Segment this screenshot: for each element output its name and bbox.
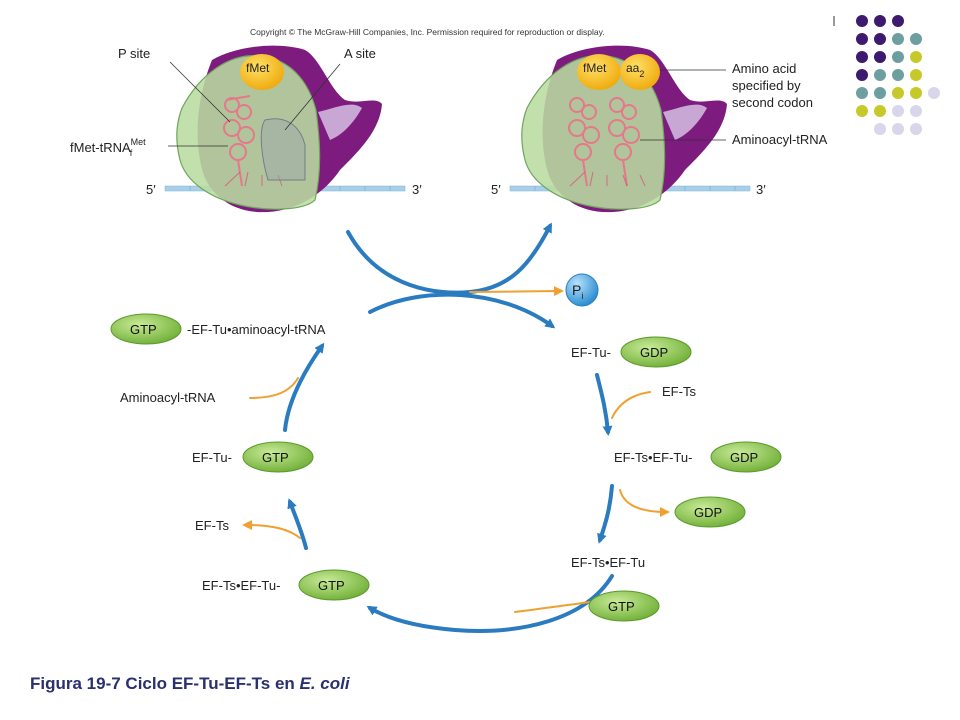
gtp-pill-ternary: [110, 313, 182, 345]
cycle-arrows: [242, 222, 670, 633]
arrow-to-ef-tu-gtp: [287, 498, 308, 550]
arrow-aminoacyl-in: [249, 377, 299, 399]
gtp-text-ef-tu: GTP: [262, 450, 289, 465]
decorative-dot: [910, 33, 922, 45]
decorative-dot: [910, 51, 922, 63]
pi-label: Pi: [572, 282, 583, 301]
decorative-dot: [928, 87, 940, 99]
arrow-ef-ts-in: [611, 391, 651, 419]
decorative-dot: [892, 51, 904, 63]
ef-tu-gtp-label: EF-Tu-: [192, 450, 232, 465]
arrow-gtp-in: [514, 601, 591, 613]
ribosome-with-aminoacyl-trna: fMet aa2 Amino acid specified by second …: [491, 45, 828, 213]
decorative-dot: [892, 105, 904, 117]
gdp-pill-1: [620, 336, 692, 368]
gdp-text-1: GDP: [640, 345, 668, 360]
gdp-pill-2: [710, 441, 782, 473]
arrow-to-ternary-complex: [283, 342, 325, 432]
fmet-label-2: fMet: [583, 61, 607, 75]
fmet-blob-2: [577, 54, 621, 90]
decorative-dot: [874, 105, 886, 117]
aa2-label: aa2: [626, 61, 644, 79]
decorative-dot: [856, 15, 868, 27]
decorative-dot: [910, 105, 922, 117]
gtp-text-ef-ts: GTP: [318, 578, 345, 593]
ef-ts-ef-tu-gtp-label: EF-Ts•EF-Tu-: [202, 578, 280, 593]
trna-pair: [568, 97, 640, 187]
decorative-dot: [910, 87, 922, 99]
five-prime-label-2: 5′: [491, 182, 501, 197]
arrow-ef-ts-out: [242, 520, 301, 539]
p-site-label: P site: [118, 46, 150, 61]
aminoacyl-trna-in-label: Aminoacyl-tRNA: [120, 390, 216, 405]
decorative-dot: [856, 51, 868, 63]
copyright-notice: Copyright © The McGraw-Hill Companies, I…: [250, 27, 605, 37]
three-prime-label: 3′: [412, 182, 422, 197]
arrow-to-ef-tu-gdp: [368, 292, 556, 329]
aa2-blob: [620, 54, 660, 90]
pi-node: Pi: [565, 273, 599, 307]
aminoacyl-trna-label: Aminoacyl-tRNA: [732, 132, 828, 147]
caption-main-text: Figura 19-7 Ciclo EF-Tu-EF-Ts en: [30, 674, 300, 693]
gtp-text-incoming: GTP: [608, 599, 635, 614]
decorative-dot: [856, 33, 868, 45]
arrow-to-ef-ts-ef-tu: [597, 484, 614, 544]
fmet-trna: [223, 95, 255, 187]
gdp-pill-released: [674, 496, 746, 528]
arrow-to-pi: [469, 286, 564, 297]
decorative-dot: [874, 33, 886, 45]
decorative-dot: [892, 15, 904, 27]
arrow-gdp-out: [619, 489, 670, 517]
cycle-nodes: GTP -EF-Tu•aminoacyl-tRNA EF-Tu- GDP EF-…: [110, 313, 782, 622]
decorative-dot: [892, 69, 904, 81]
gdp-text-released: GDP: [694, 505, 722, 520]
caption-italic-text: E. coli: [299, 674, 350, 693]
decorative-dot: [874, 69, 886, 81]
five-prime-label: 5′: [146, 182, 156, 197]
fmet-label: fMet: [246, 61, 270, 75]
decorative-dot: [874, 51, 886, 63]
ef-ts-ef-tu-gdp-label: EF-Ts•EF-Tu-: [614, 450, 692, 465]
arrow-to-ef-ts-ef-tu-gtp: [366, 574, 614, 633]
decorative-dot: [856, 87, 868, 99]
figure-caption: Figura 19-7 Ciclo EF-Tu-EF-Ts en E. coli: [30, 674, 350, 694]
ef-ts-ef-tu-label: EF-Ts•EF-Tu: [571, 555, 645, 570]
amino-acid-label-line1: Amino acid: [732, 61, 796, 76]
decorative-dot: [874, 87, 886, 99]
ef-ts-out-label: EF-Ts: [195, 518, 229, 533]
ternary-complex-label: -EF-Tu•aminoacyl-tRNA: [187, 322, 326, 337]
decorative-dot: [856, 105, 868, 117]
decorative-dot: [892, 33, 904, 45]
decorative-dot-grid: [833, 15, 940, 135]
amino-acid-label-line3: second codon: [732, 95, 813, 110]
gtp-pill-incoming: [588, 590, 660, 622]
decorative-dot: [892, 123, 904, 135]
decorative-dot: [874, 15, 886, 27]
a-site-label: A site: [344, 46, 376, 61]
decorative-dot: [892, 87, 904, 99]
decorative-dot: [856, 69, 868, 81]
fmet-blob: [240, 54, 284, 90]
decorative-dot: [874, 123, 886, 135]
three-prime-label-2: 3′: [756, 182, 766, 197]
arrow-to-ef-ts-ef-tu-gdp: [595, 373, 613, 436]
ef-ts-in-label: EF-Ts: [662, 384, 696, 399]
amino-acid-label-line2: specified by: [732, 78, 801, 93]
gdp-text-2: GDP: [730, 450, 758, 465]
gtp-text-ternary: GTP: [130, 322, 157, 337]
decorative-dot: [910, 123, 922, 135]
decorative-dot: [910, 69, 922, 81]
arrow-to-ribosome: [346, 222, 552, 295]
gtp-pill-ef-ts: [298, 569, 370, 601]
ef-tu-gdp-label: EF-Tu-: [571, 345, 611, 360]
gtp-pill-ef-tu: [242, 441, 314, 473]
